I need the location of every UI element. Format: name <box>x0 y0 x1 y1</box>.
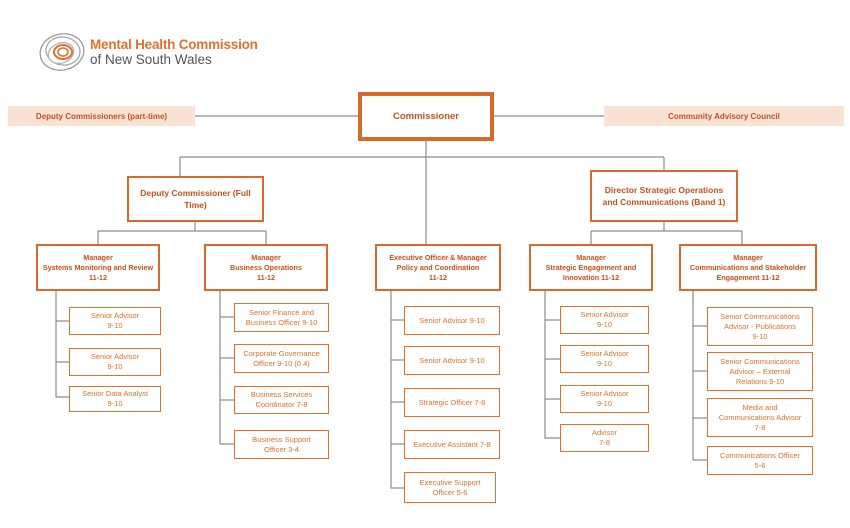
staff-box: Senior Advisor 9-10 <box>404 306 500 335</box>
logo-subtitle: of New South Wales <box>90 52 212 67</box>
staff-box: Senior Advisor 9-10 <box>69 307 161 335</box>
manager-label: Manager Communications and Stakeholder E… <box>689 252 807 282</box>
staff-label: Senior Advisor 9-10 <box>90 352 140 371</box>
commissioner-label: Commissioner <box>393 110 459 122</box>
staff-box: Media and Communications Advisor 7-8 <box>707 398 813 437</box>
staff-box: Executive Support Officer 5-6 <box>404 472 496 503</box>
manager-label: Manager Systems Monitoring and Review 11… <box>42 252 154 282</box>
deputy-commissioner-full-time-box: Deputy Commissioner (Full Time) <box>127 176 264 222</box>
staff-box: Senior Communications Advisor – External… <box>707 352 813 391</box>
staff-box: Corporate Governance Officer 9-10 (0.4) <box>234 344 329 373</box>
staff-box: Senior Advisor 9-10 <box>560 345 649 373</box>
manager-business-operations-box: Manager Business Operations 11-12 <box>204 244 328 291</box>
manager-label: Manager Business Operations 11-12 <box>230 252 302 282</box>
logo-swirl-icon <box>39 33 85 71</box>
logo-title: Mental Health Commission <box>90 37 258 52</box>
staff-label: Business Support Officer 3-4 <box>252 434 311 454</box>
director-label: Director Strategic Operations and Commun… <box>602 185 726 207</box>
staff-label: Senior Communications Advisor - Publicat… <box>720 311 800 341</box>
staff-label: Senior Advisor 9-10 <box>580 389 629 408</box>
staff-box: Senior Advisor 9-10 <box>560 306 649 334</box>
staff-box: Senior Data Analyst 9-10 <box>69 386 161 412</box>
manager-strategic-engagement-box: Manager Strategic Engagement and Innovat… <box>529 244 653 291</box>
staff-label: Senior Advisor 9-10 <box>419 315 485 325</box>
staff-label: Senior Data Analyst 9-10 <box>82 389 148 408</box>
logo: Mental Health Commission of New South Wa… <box>36 27 276 77</box>
staff-label: Advisor 7-8 <box>591 428 617 447</box>
staff-label: Senior Advisor 9-10 <box>419 355 485 365</box>
staff-label: Senior Advisor 9-10 <box>580 349 629 368</box>
deputy-full-time-label: Deputy Commissioner (Full Time) <box>140 188 251 210</box>
staff-label: Executive Support Officer 5-6 <box>419 477 481 497</box>
staff-label: Senior Finance and Business Officer 9-10 <box>245 307 318 327</box>
staff-label: Executive Assistant 7-8 <box>413 439 491 449</box>
manager-communications-box: Manager Communications and Stakeholder E… <box>679 244 817 291</box>
staff-label: Senior Advisor 9-10 <box>90 311 140 330</box>
staff-label: Senior Communications Advisor – External… <box>720 356 800 386</box>
staff-box: Senior Advisor 9-10 <box>69 348 161 376</box>
staff-box: Communications Officer 5-6 <box>707 446 813 475</box>
staff-label: Strategic Officer 7-8 <box>418 397 486 407</box>
community-council-label: Community Advisory Council <box>668 111 780 121</box>
staff-label: Senior Advisor 9-10 <box>580 310 629 329</box>
deputy-part-time-label: Deputy Commissioners (part-time) <box>35 111 168 121</box>
staff-box: Senior Advisor 9-10 <box>404 346 500 375</box>
staff-label: Business Services Coordinator 7-8 <box>250 390 313 409</box>
community-advisory-council: Community Advisory Council <box>604 106 844 126</box>
staff-label: Media and Communications Advisor 7-8 <box>718 402 802 432</box>
staff-box: Senior Communications Advisor - Publicat… <box>707 307 813 346</box>
staff-box: Senior Finance and Business Officer 9-10 <box>234 303 329 332</box>
staff-box: Business Support Officer 3-4 <box>234 430 329 459</box>
staff-box: Advisor 7-8 <box>560 424 649 452</box>
manager-systems-monitoring-box: Manager Systems Monitoring and Review 11… <box>36 244 160 291</box>
executive-officer-policy-box: Executive Officer & Manager Policy and C… <box>375 244 501 291</box>
staff-box: Strategic Officer 7-8 <box>404 388 500 417</box>
manager-label: Manager Strategic Engagement and Innovat… <box>545 252 637 282</box>
deputy-commissioners-part-time: Deputy Commissioners (part-time) <box>8 106 195 126</box>
staff-box: Business Services Coordinator 7-8 <box>234 386 329 414</box>
commissioner-box: Commissioner <box>358 92 494 141</box>
staff-label: Communications Officer 5-6 <box>720 450 800 470</box>
staff-box: Executive Assistant 7-8 <box>404 430 500 459</box>
staff-box: Senior Advisor 9-10 <box>560 385 649 413</box>
director-strategic-operations-box: Director Strategic Operations and Commun… <box>590 170 738 222</box>
staff-label: Corporate Governance Officer 9-10 (0.4) <box>243 348 320 368</box>
manager-label: Executive Officer & Manager Policy and C… <box>389 252 487 282</box>
